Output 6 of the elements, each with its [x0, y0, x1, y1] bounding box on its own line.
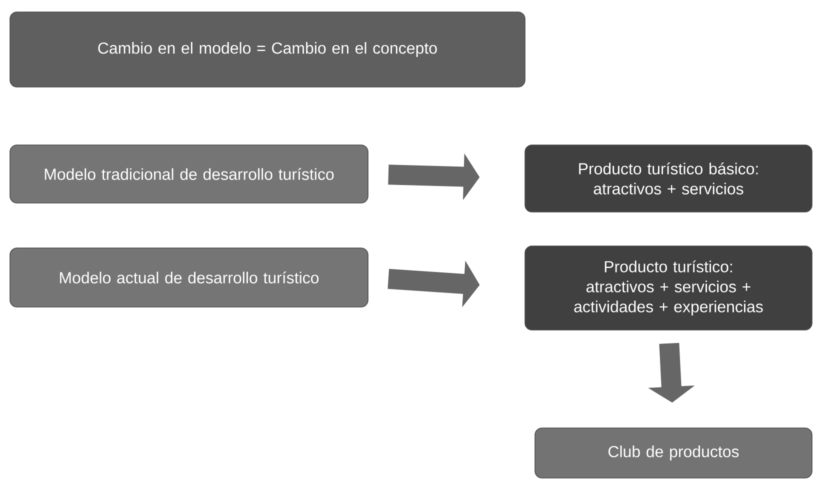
- model-box: Modelo tradicional de desarrollo turístico: [10, 144, 368, 204]
- club-box: Club de productos: [534, 428, 812, 478]
- product-box: Producto turístico: atractivos + servicios + actividades + experiencias: [524, 246, 812, 330]
- product-box: Producto turístico básico: atractivos + servicios: [524, 144, 812, 212]
- heading-box: Cambio en el modelo = Cambio en el concepto: [10, 12, 526, 88]
- model-box: Modelo actual de desarrollo turístico: [10, 248, 368, 308]
